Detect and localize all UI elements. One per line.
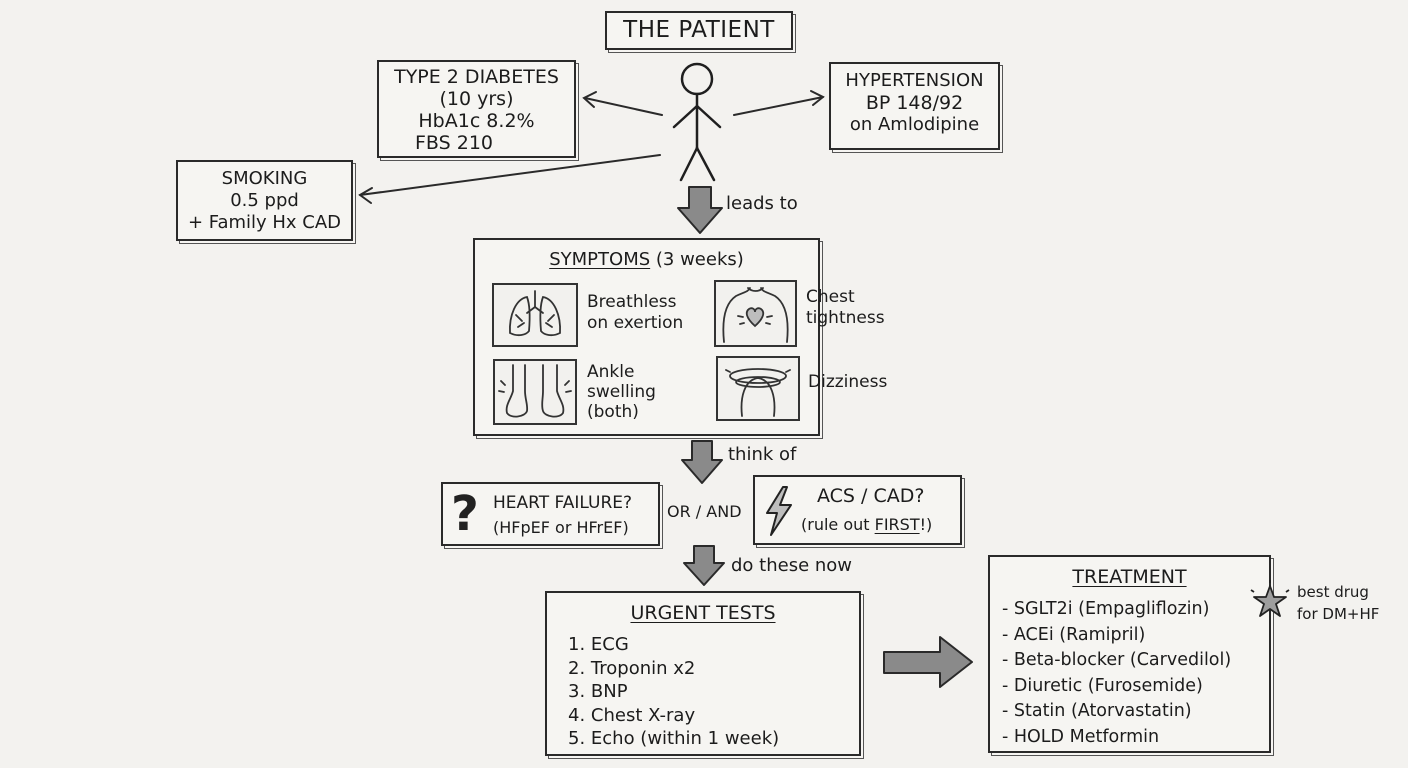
test-item: 4. Chest X-ray <box>568 704 696 726</box>
diabetes-title: TYPE 2 DIABETES <box>394 66 559 88</box>
arrow-to-hypertension <box>733 96 824 116</box>
treatment-item: - ACEi (Ramipril) <box>1002 624 1146 645</box>
patient-title-box: THE PATIENT <box>605 11 793 50</box>
treatment-item: - Diuretic (Furosemide) <box>1002 675 1203 696</box>
test-item: 3. BNP <box>568 681 628 702</box>
hypertension-bp: BP 148/92 <box>865 92 964 114</box>
diabetes-fbs: FBS 210 <box>415 132 493 154</box>
think-of-label: think of <box>728 444 797 465</box>
symptom-chest-line2: tightness <box>806 308 885 328</box>
heart-failure-box: ? HEART FAILURE? (HFpEF or HFrEF) <box>441 482 660 546</box>
treatment-item: - Statin (Atorvastatin) <box>1002 701 1192 721</box>
chest-heart-icon <box>714 280 797 347</box>
smoking-amount: 0.5 ppd <box>230 190 299 211</box>
acs-box: ACS / CAD? (rule out FIRST!) <box>753 475 962 545</box>
heart-failure-title: HEART FAILURE? <box>493 493 633 513</box>
symptom-breathless-line1: Breathless <box>587 292 677 312</box>
treatment-item: - SGLT2i (Empagliflozin) <box>1002 599 1210 619</box>
lungs-icon <box>492 283 578 347</box>
treatment-item: - Beta-blocker (Carvedilol) <box>1002 650 1232 670</box>
do-these-now-label: do these now <box>731 555 853 576</box>
acs-title: ACS / CAD? <box>817 485 925 507</box>
diabetes-duration: (10 yrs) <box>439 88 514 110</box>
arrow-to-smoking <box>359 154 661 196</box>
symptoms-duration: (3 weeks) <box>655 249 744 270</box>
treatment-title: TREATMENT <box>1072 566 1187 588</box>
best-drug-note-line1: best drug <box>1297 583 1369 601</box>
right-arrow-to-treatment <box>883 636 973 688</box>
swollen-feet-icon <box>493 359 577 425</box>
smoking-family-history: + Family Hx CAD <box>187 212 342 233</box>
acs-note-pre: (rule out <box>801 515 875 534</box>
smoking-title: SMOKING <box>221 168 308 189</box>
test-item: 5. Echo (within 1 week) <box>568 728 780 749</box>
symptom-chest-line1: Chest <box>806 287 855 307</box>
symptoms-title: SYMPTOMS <box>549 249 651 270</box>
acs-note-first: FIRST <box>874 515 920 534</box>
treatment-box: TREATMENT - SGLT2i (Empagliflozin) - ACE… <box>988 555 1271 753</box>
or-and-label: OR / AND <box>667 502 742 521</box>
urgent-tests-box: URGENT TESTS 1. ECG 2. Troponin x2 3. BN… <box>545 591 861 756</box>
hypertension-box: HYPERTENSION BP 148/92 on Amlodipine <box>829 62 1000 150</box>
star-icon <box>1250 580 1290 617</box>
down-arrow-think-of <box>681 440 723 484</box>
question-mark-icon: ? <box>451 486 479 542</box>
symptom-dizziness: Dizziness <box>808 372 888 392</box>
down-arrow-do-these <box>683 545 725 586</box>
hypertension-title: HYPERTENSION <box>845 70 984 91</box>
urgent-tests-title: URGENT TESTS <box>630 602 776 624</box>
treatment-item: - HOLD Metformin <box>1002 726 1160 747</box>
dizzy-head-icon <box>716 356 800 421</box>
leads-to-label: leads to <box>726 193 798 214</box>
symptom-breathless-line2: on exertion <box>587 313 684 333</box>
test-item: 1. ECG <box>568 634 629 655</box>
symptom-ankle-line3: (both) <box>587 402 639 422</box>
page-title: THE PATIENT <box>623 17 775 43</box>
test-item: 2. Troponin x2 <box>568 657 696 679</box>
best-drug-note-line2: for DM+HF <box>1297 605 1380 623</box>
heart-failure-subtitle: (HFpEF or HFrEF) <box>493 518 629 537</box>
diabetes-box: TYPE 2 DIABETES (10 yrs) HbA1c 8.2% FBS … <box>377 60 576 158</box>
hypertension-med: on Amlodipine <box>849 114 980 135</box>
arrow-to-diabetes <box>584 97 663 116</box>
acs-note-post: !) <box>919 515 933 534</box>
symptom-ankle-line1: Ankle <box>587 362 635 382</box>
smoking-box: SMOKING 0.5 ppd + Family Hx CAD <box>176 160 353 241</box>
down-arrow-leads-to <box>677 186 723 234</box>
lightning-icon <box>766 486 792 536</box>
diabetes-hba1c: HbA1c 8.2% <box>418 110 535 132</box>
symptom-ankle-line2: swelling <box>587 382 656 402</box>
symptoms-box: SYMPTOMS (3 weeks) Breathless on exertio… <box>473 238 887 436</box>
stick-figure-icon <box>672 62 722 182</box>
